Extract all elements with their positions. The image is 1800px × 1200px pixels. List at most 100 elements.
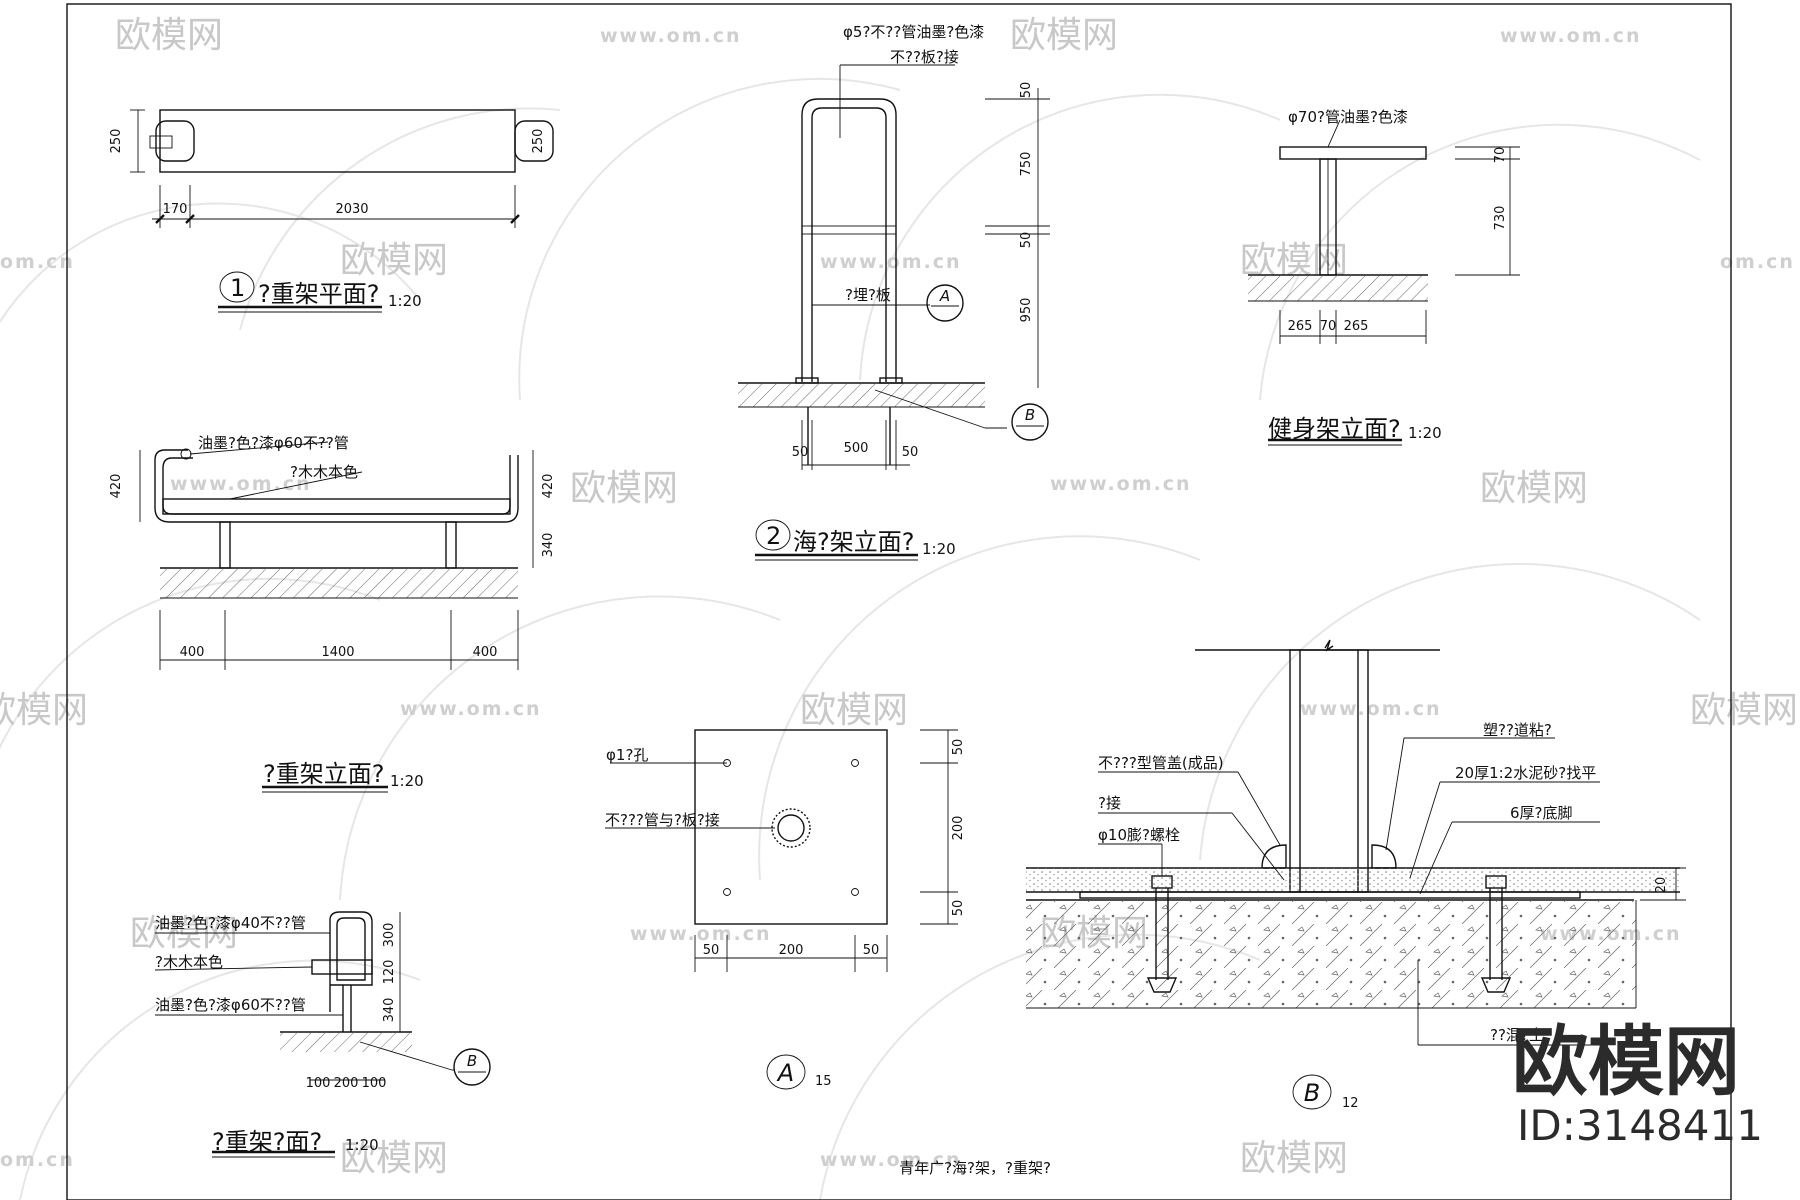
watermark-brand: 欧模网 — [115, 15, 223, 56]
watermark-url: www.om.cn — [1300, 698, 1442, 720]
footing-cap-note: 不???型管盖(成品) — [1098, 754, 1224, 772]
watermark-url: om.cn — [0, 251, 75, 273]
dim-a-200-v: 200 — [951, 816, 966, 841]
watermark-brand: 欧模网 — [800, 690, 908, 731]
dim-950: 950 — [1019, 298, 1034, 323]
watermark-brand: 欧模网 — [1480, 468, 1588, 509]
watermark-url: www.om.cn — [1050, 473, 1192, 495]
watermark-url: om.cn — [0, 1149, 75, 1171]
dim-340-side: 340 — [382, 998, 397, 1023]
detail-a-label: A — [776, 1059, 794, 1087]
elev-title: ?重架立面? — [263, 760, 384, 788]
dim-100-b: 100 — [362, 1076, 387, 1091]
side-wood-note: ?木木本色 — [155, 953, 223, 971]
dim-70-mid: 70 — [1320, 319, 1337, 334]
view1-number: 1 — [230, 274, 245, 302]
watermark-url: www.om.cn — [820, 251, 962, 273]
dim-1400: 1400 — [321, 645, 354, 660]
detail-b-footing: 不???型管盖(成品) ?接 φ10膨?螺栓 塑??道粘? 20厚1:2水泥砂?… — [1026, 639, 1686, 1111]
frame-callout-b: B — [1025, 406, 1035, 424]
dim-a-50-right: 50 — [863, 943, 880, 958]
dim-300: 300 — [382, 923, 397, 948]
dim-400-left: 400 — [180, 645, 205, 660]
detail-a-scale: 15 — [815, 1074, 832, 1089]
watermark-brand: 欧模网 — [1010, 15, 1118, 56]
watermark-brand: 欧模网 — [340, 1138, 448, 1179]
watermark-urls: www.om.cn www.om.cn om.cn www.om.cn om.c… — [0, 25, 1795, 1171]
view-bench-elevation: 油墨?色?漆φ60不??管 ?木木本色 420 420 340 400 1400… — [109, 434, 556, 793]
watermark-url: www.om.cn — [630, 923, 772, 945]
view1-scale: 1:20 — [388, 292, 422, 310]
footing-plastic-note: 塑??道粘? — [1483, 721, 1552, 739]
view2-title: 海?架立面? — [793, 528, 914, 556]
dim-120: 120 — [382, 960, 397, 985]
dim-170: 170 — [163, 202, 188, 217]
side-top-pipe-note: 油墨?色?漆φ40不??管 — [155, 914, 306, 932]
dim-right-height: 250 — [531, 129, 546, 154]
plate-hole-note: φ1?孔 — [606, 746, 648, 764]
dim-420-left: 420 — [109, 474, 124, 499]
fit-title: 健身架立面? — [1268, 415, 1401, 443]
dim-a-50-left: 50 — [703, 943, 720, 958]
detail-a-base-plate: φ1?孔 不???管与?板?接 50 200 50 50 200 50 A 15 — [605, 729, 966, 1090]
watermark-brand: 欧模网 — [570, 468, 678, 509]
dim-420-right: 420 — [541, 474, 556, 499]
view1-title: ?重架平面? — [258, 280, 379, 308]
dim-730: 730 — [1493, 206, 1508, 231]
footing-bolt-note: φ10膨?螺栓 — [1098, 826, 1180, 844]
fit-pipe-note: φ70?管油墨?色漆 — [1288, 108, 1408, 126]
frame-weld-note: 不??板?接 — [890, 48, 959, 66]
view1-plan: 250 250 170 2030 1 ?重架平面? 1:20 — [109, 109, 554, 313]
sheet-title: 青年广?海?架，?重架? — [899, 1159, 1051, 1177]
dim-a-200-h: 200 — [779, 943, 804, 958]
view2-frame-elevation: φ5?不??管油墨?色漆 不??板?接 ?埋?板 A B 50 750 50 9… — [738, 23, 1050, 561]
dim-265-b: 265 — [1344, 319, 1369, 334]
frame-callout-a: A — [939, 287, 950, 305]
watermark-brand: 欧模网 — [1240, 1138, 1348, 1179]
model-id: ID:3148411 — [1517, 1101, 1763, 1150]
dim-50-mid: 50 — [1019, 232, 1034, 249]
side-low-pipe-note: 油墨?色?漆φ60不??管 — [155, 996, 306, 1014]
frame-pipe-note: φ5?不??管油墨?色漆 — [843, 23, 984, 41]
watermark-brand: 欧模网 — [1690, 690, 1798, 731]
view2-number: 2 — [766, 522, 781, 550]
watermark-logos: 欧模网 欧模网 欧模网 欧模网 欧模网 欧模网 欧模网 欧模网 欧模网 欧模网 … — [0, 15, 1798, 1179]
footing-base-note: 6厚?底脚 — [1510, 804, 1573, 822]
view2-scale: 1:20 — [922, 540, 956, 558]
frame-embed-note: ?埋?板 — [845, 286, 891, 304]
view-bench-side: 油墨?色?漆φ40不??管 ?木木本色 油墨?色?漆φ60不??管 300 12… — [154, 911, 491, 1158]
detail-b-scale: 12 — [1342, 1096, 1359, 1111]
watermark-brand: 欧模网 — [340, 240, 448, 281]
dim-750: 750 — [1019, 152, 1034, 177]
dim-a-50-top: 50 — [951, 739, 966, 756]
footing-weld-note: ?接 — [1098, 794, 1121, 812]
dim-70-top: 70 — [1493, 147, 1508, 164]
elev-pipe-note: 油墨?色?漆φ60不??管 — [198, 434, 349, 452]
elev-wood-note: ?木木本色 — [290, 463, 358, 481]
watermark-url: om.cn — [1720, 251, 1795, 273]
footing-mortar-note: 20厚1:2水泥砂?找平 — [1455, 764, 1596, 782]
dim-b-20: 20 — [1654, 877, 1669, 894]
watermark-arcs — [0, 77, 1701, 1200]
dim-500: 500 — [844, 441, 869, 456]
elev-scale: 1:20 — [390, 772, 424, 790]
dim-265-a: 265 — [1288, 319, 1313, 334]
dim-50-right: 50 — [902, 445, 919, 460]
view-fitness-elevation: φ70?管油墨?色漆 70 730 265 70 265 健身架立面? 1:20 — [1248, 108, 1520, 446]
footing-concrete-note: ??混?土 — [1490, 1026, 1544, 1044]
dim-50-top: 50 — [1019, 82, 1034, 99]
watermark-url: www.om.cn — [600, 25, 742, 47]
drawing-border — [66, 3, 1732, 1200]
dim-left-height: 250 — [109, 129, 124, 154]
dim-340: 340 — [541, 533, 556, 558]
watermark-url: www.om.cn — [400, 698, 542, 720]
side-scale: 1:20 — [345, 1136, 379, 1154]
watermark-brand: 欧模网 — [1240, 240, 1348, 281]
dim-a-50-bottom: 50 — [951, 900, 966, 917]
watermark-brand: 欧模网 — [0, 690, 88, 731]
dim-200: 200 — [334, 1076, 359, 1091]
side-callout-b: B — [467, 1052, 477, 1070]
detail-b-label: B — [1304, 1079, 1320, 1107]
fit-scale: 1:20 — [1408, 424, 1442, 442]
